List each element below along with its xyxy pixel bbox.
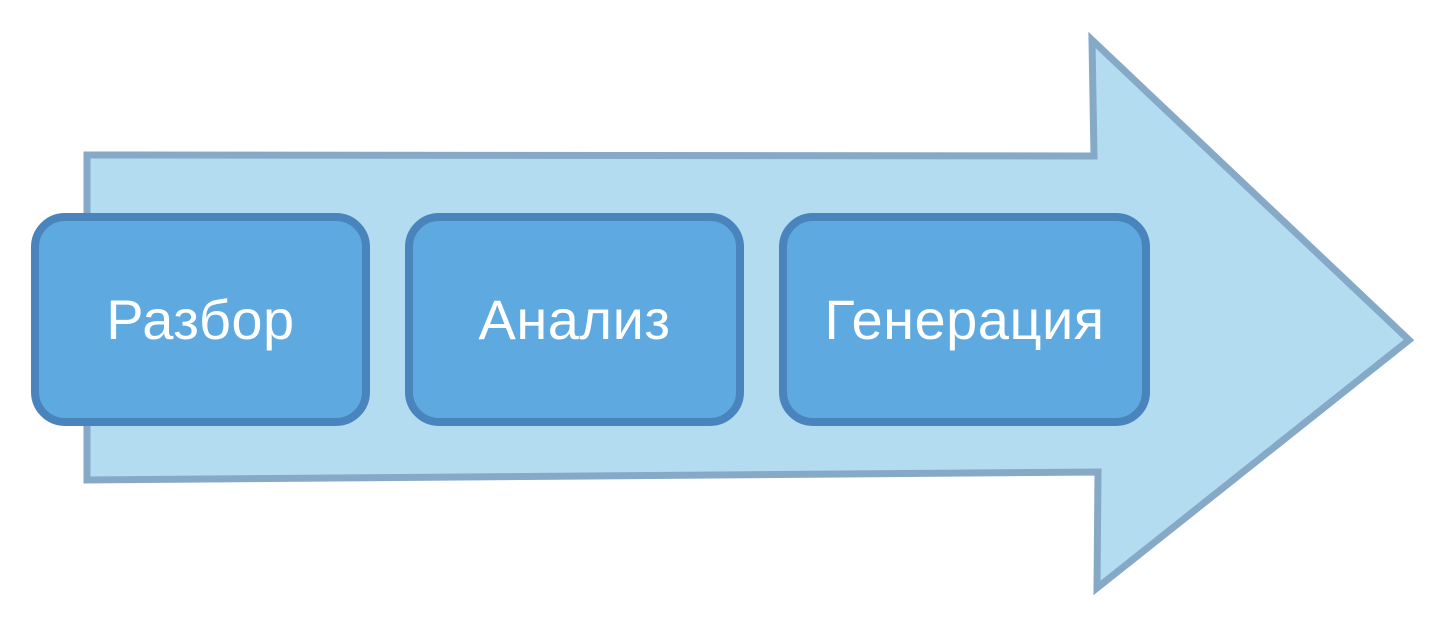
step-label-parsing: Разбор bbox=[106, 288, 295, 351]
step-box-parsing[interactable]: Разбор bbox=[31, 213, 370, 426]
arrow-icon bbox=[83, 31, 1415, 596]
step-label-generation: Генерация bbox=[824, 288, 1105, 351]
step-box-generation[interactable]: Генерация bbox=[779, 213, 1150, 426]
step-box-analysis[interactable]: Анализ bbox=[405, 213, 744, 426]
step-label-analysis: Анализ bbox=[478, 288, 671, 351]
